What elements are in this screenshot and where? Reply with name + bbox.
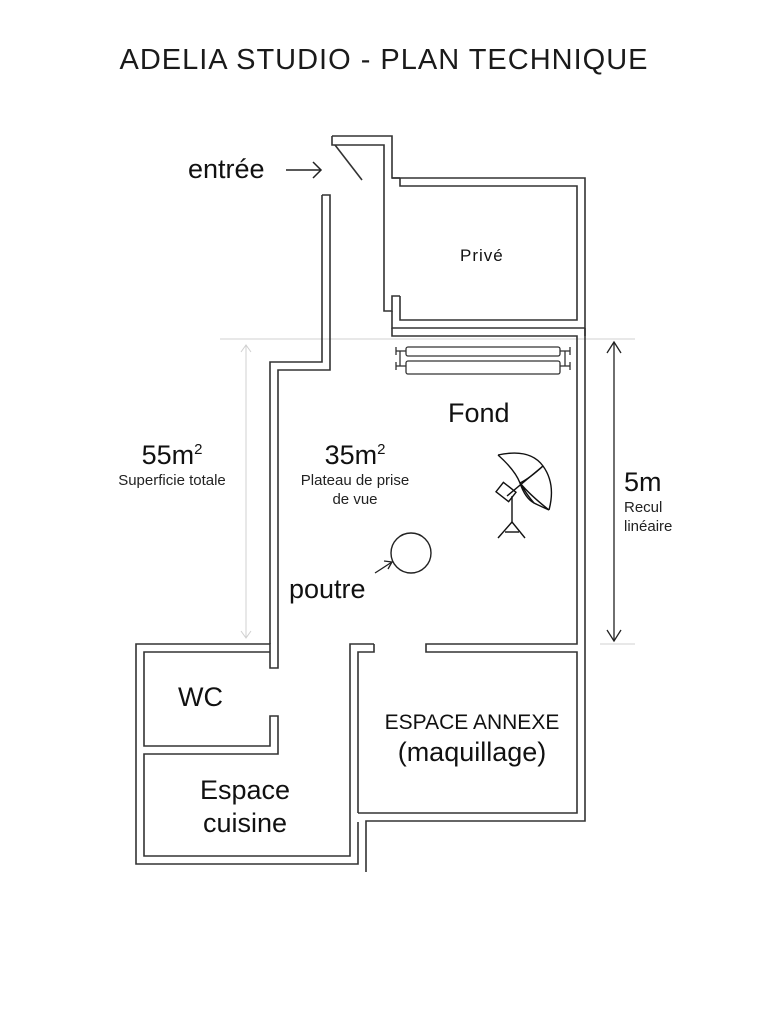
wall-left-corridor	[135, 194, 359, 865]
recul-dimension-arrow	[606, 340, 622, 643]
annexe-line1: ESPACE ANNEXE	[384, 711, 560, 734]
plateau-area-exponent: 2	[377, 441, 386, 458]
arrow-up-right-icon	[374, 560, 394, 574]
recul-value: 5m	[624, 467, 662, 497]
cuisine-line1: Espace	[199, 775, 291, 805]
room-label-annexe: ESPACE ANNEXE (maquillage)	[366, 711, 578, 768]
arrow-right-icon	[286, 161, 323, 179]
wall-annexe	[143, 643, 375, 857]
annexe-line2: (maquillage)	[397, 737, 547, 767]
room-label-cuisine: Espace cuisine	[178, 774, 312, 840]
total-area-value: 55m2	[104, 440, 240, 471]
arrow-up-icon	[240, 344, 252, 353]
recul-caption-line1: Recul	[624, 499, 663, 516]
room-label-prive: Privé	[460, 246, 504, 265]
total-area-block: 55m2 Superficie totale	[104, 440, 240, 490]
arrow-down-icon	[240, 630, 252, 639]
recul-block: 5m Recul linéaire	[624, 467, 672, 536]
page-title: ADELIA STUDIO - PLAN TECHNIQUE	[119, 44, 649, 76]
beam-label: poutre	[289, 574, 366, 604]
plateau-area-block: 35m2 Plateau de prise de vue	[286, 440, 424, 509]
plateau-caption-line2: de vue	[332, 491, 378, 508]
plateau-area-number: 35m	[324, 440, 378, 470]
total-area-number: 55m	[141, 440, 195, 470]
beam-circle	[390, 532, 432, 574]
backdrop-roll-icon	[395, 346, 571, 375]
plateau-area-value: 35m2	[286, 440, 424, 471]
plateau-caption-line1: Plateau de prise	[300, 472, 410, 489]
room-label-fond: Fond	[448, 398, 510, 428]
umbrella-light-icon	[495, 452, 553, 539]
wall-entrance	[331, 135, 586, 336]
room-label-wc: WC	[178, 682, 223, 712]
total-area-exponent: 2	[194, 441, 203, 458]
cuisine-line2: cuisine	[202, 808, 288, 838]
recul-caption-line2: linéaire	[624, 518, 673, 535]
total-area-caption: Superficie totale	[118, 472, 226, 489]
wall-studio-right	[358, 328, 586, 872]
entrance-label: entrée	[188, 154, 265, 184]
entrance-door	[334, 144, 363, 181]
